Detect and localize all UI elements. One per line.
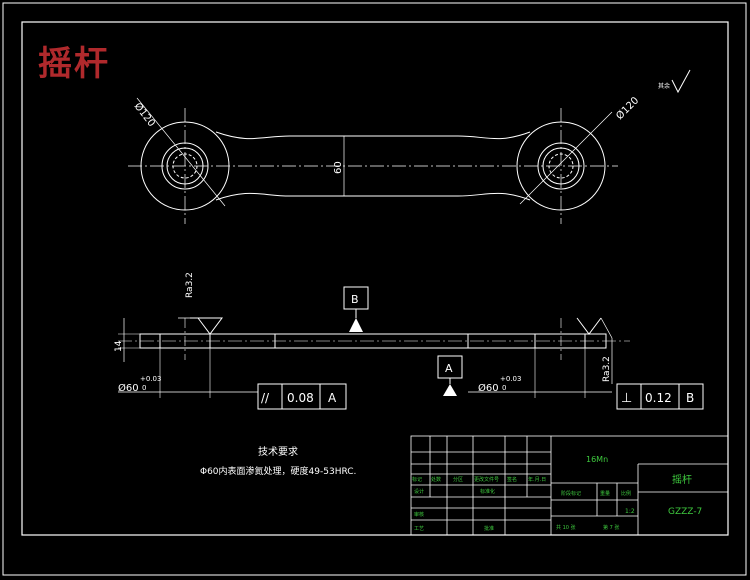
drawing-no: GZZZ-7 <box>668 507 702 517</box>
top-view <box>128 97 618 224</box>
label-designer: 设计 <box>414 488 424 495</box>
svg-text:标记: 标记 <box>412 476 422 483</box>
tol-perpendicular: ⊥ 0.12 B <box>616 383 704 410</box>
label-scale: 比例 <box>621 490 631 497</box>
roughness-note: 其余 <box>658 69 691 94</box>
dim-bore-right-upper: +0.03 <box>500 375 521 383</box>
svg-text:A: A <box>328 391 337 405</box>
label-sheet-no: 第 7 张 <box>603 524 619 531</box>
svg-text:其余: 其余 <box>658 82 670 90</box>
roughness-left: Ra3.2 <box>185 272 195 298</box>
svg-text:处数: 处数 <box>431 476 441 483</box>
label-approve: 批准 <box>484 525 494 532</box>
label-process: 工艺 <box>414 526 424 532</box>
inner-border <box>21 21 729 536</box>
dim-dia-left: Ø120 <box>132 100 158 129</box>
roughness-right: Ra3.2 <box>602 356 612 382</box>
svg-text:更改文件号: 更改文件号 <box>474 476 499 483</box>
dim-bore-right: Ø60 <box>478 382 499 394</box>
svg-text:签名: 签名 <box>507 476 517 483</box>
title-block <box>410 435 729 536</box>
dim-bore-left-lower: 0 <box>142 384 146 392</box>
dim-thickness: 14 <box>114 340 124 352</box>
svg-text:年.月.日: 年.月.日 <box>528 476 546 483</box>
tol-parallel: // 0.08 A <box>257 383 347 410</box>
svg-text:0.08: 0.08 <box>287 391 314 405</box>
dim-bore-right-lower: 0 <box>502 384 506 392</box>
label-checker: 审核 <box>414 511 424 518</box>
tech-req-line1: Φ60内表面渗氮处理，硬度49-53HRC. <box>200 465 356 477</box>
dim-width: 60 <box>333 161 344 174</box>
svg-text:⊥: ⊥ <box>621 391 632 406</box>
label-weight: 重量 <box>600 490 610 497</box>
title-block-row-labels: 标记 处数 分区 更改文件号 签名 年.月.日 <box>412 476 546 483</box>
part-name: 摇杆 <box>672 473 692 486</box>
dim-dia-right: Ø120 <box>614 95 642 123</box>
svg-text:B: B <box>686 391 694 405</box>
watermark: 摇杆 <box>38 44 110 84</box>
scale-value: 1:2 <box>625 508 635 515</box>
label-sheets: 共 10 张 <box>556 524 576 531</box>
front-view <box>118 317 630 398</box>
datum-b: B <box>343 286 369 332</box>
svg-text://: // <box>261 391 270 405</box>
dim-bore-left: Ø60 <box>118 382 139 394</box>
svg-text:分区: 分区 <box>453 476 463 483</box>
svg-text:B: B <box>351 293 359 306</box>
dim-bore-left-upper: +0.03 <box>140 375 161 383</box>
datum-a: A <box>437 355 463 396</box>
svg-text:A: A <box>445 362 453 375</box>
label-stage: 阶段标记 <box>561 490 581 497</box>
svg-text:0.12: 0.12 <box>645 391 672 405</box>
tech-req-title: 技术要求 <box>258 445 298 458</box>
material: 16Mn <box>586 455 608 464</box>
label-standardize: 标准化 <box>480 488 495 495</box>
